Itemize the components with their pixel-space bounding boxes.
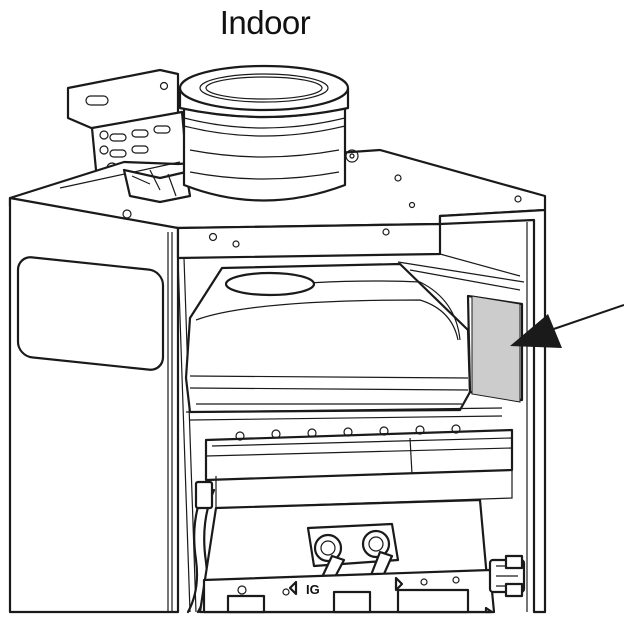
cabinet-front-frame <box>176 195 547 614</box>
control-panel: IG <box>198 498 496 614</box>
diagram-title: Indoor <box>219 4 311 41</box>
wiring-harness <box>186 480 216 614</box>
pointer-arrow <box>510 304 624 348</box>
burner-manifold <box>204 424 514 509</box>
component-label-ig: IG <box>306 582 320 597</box>
cabinet-left-side <box>8 196 180 614</box>
side-handle-slot <box>16 256 165 371</box>
vent-collar <box>178 64 350 202</box>
combustion-chamber <box>184 262 503 421</box>
highlighted-label-area <box>471 295 521 403</box>
right-bracket <box>488 554 526 598</box>
